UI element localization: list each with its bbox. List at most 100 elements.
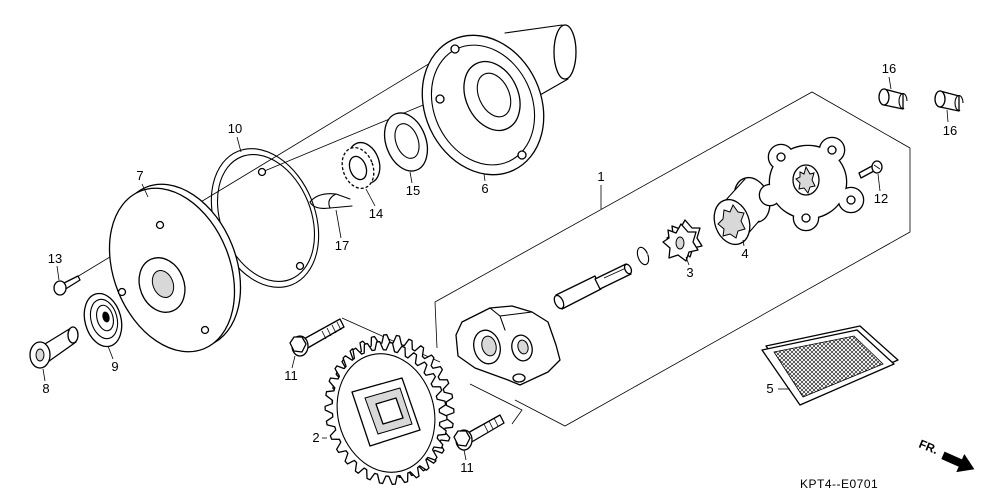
- pump-body-edge: [489, 307, 533, 331]
- leader-14: [365, 188, 376, 207]
- leader-17: [335, 209, 342, 239]
- cover-hole: [117, 287, 127, 297]
- cover-hub-bore: [151, 269, 175, 299]
- leader-6: [483, 173, 486, 182]
- housing-tube-body: [505, 25, 568, 95]
- leader-16-top: [888, 76, 892, 90]
- shaft-tip: [623, 263, 633, 275]
- part-1-pump-body: [455, 305, 561, 386]
- pump-body-foot: [512, 373, 526, 383]
- callout-12: 12: [874, 191, 888, 206]
- callout-1: 1: [597, 169, 604, 184]
- strainer-mesh: [773, 335, 884, 398]
- leader-13: [56, 265, 60, 281]
- leader-lines: [42, 76, 949, 461]
- callout-7: 7: [136, 168, 143, 183]
- dowel-end: [934, 90, 946, 108]
- snap-ring: [636, 246, 650, 266]
- housing-tube-top-edge: [504, 24, 563, 34]
- front-direction-label: FR.: [917, 437, 940, 457]
- part-2-gear: [324, 334, 455, 485]
- leader-7: [141, 183, 149, 198]
- leader-10: [236, 136, 242, 153]
- housing-bore-inner: [476, 72, 512, 118]
- housing-tube-bottom-edge: [539, 78, 569, 96]
- nut-bore: [348, 155, 368, 181]
- part-1-group-outline: [434, 91, 911, 427]
- bolt-head: [453, 430, 471, 447]
- part-13-screw: [53, 275, 81, 296]
- gear-hub-hole: [375, 397, 404, 425]
- diagram-code: KPT4--E0701: [800, 477, 878, 491]
- leader-16-right: [946, 109, 949, 123]
- shaft-flat: [603, 267, 627, 279]
- part-11-bolt-lower: [453, 414, 505, 451]
- seal-outer: [383, 112, 429, 172]
- guide-line-gasket-to-housing: [261, 97, 441, 173]
- callout-11-lower: 11: [460, 460, 474, 475]
- callout-17: 17: [335, 238, 349, 253]
- housing-bore: [463, 60, 521, 132]
- front-direction-marker: FR.: [917, 437, 975, 473]
- pump-body-bore-inner: [481, 335, 497, 357]
- bolt-thread: [321, 321, 342, 340]
- leader-11-upper: [291, 355, 296, 369]
- plate-center-spline: [795, 165, 816, 195]
- leader-11-lower: [463, 449, 467, 461]
- part-11-bolt-upper: [289, 318, 345, 357]
- callout-labels: 16 16 10 7 1 6 15 14 17 12 4 3 13 11 8 9…: [42, 61, 957, 475]
- shaft-end: [553, 294, 565, 310]
- outer-rotor-lobes: [717, 203, 746, 239]
- housing-bolt-hole: [435, 94, 445, 104]
- outer-rotor-top-edge: [724, 178, 746, 202]
- callout-16-top: 16: [882, 61, 896, 76]
- dowel-far-end: [898, 92, 908, 110]
- part-1-pump-shaft: [553, 263, 633, 310]
- screw-slot: [873, 164, 881, 170]
- callout-14: 14: [369, 206, 383, 221]
- leader-9: [107, 345, 114, 360]
- collar-end: [67, 326, 79, 344]
- dowel-far-end: [954, 94, 964, 112]
- spring-seal-ring: [96, 304, 114, 332]
- seal-inner: [394, 123, 420, 159]
- callout-2: 2: [312, 430, 319, 445]
- plate-hole: [801, 213, 811, 223]
- part-16-dowel-left: [878, 88, 908, 110]
- front-direction-arrow-icon: [941, 451, 975, 473]
- callout-10: 10: [228, 121, 242, 136]
- part-12-screw: [858, 160, 883, 179]
- plate-hole: [827, 145, 837, 155]
- collar-bore: [35, 348, 45, 362]
- callout-16-right: 16: [943, 123, 957, 138]
- gear-group-outline-upper: [341, 317, 441, 363]
- callout-6: 6: [481, 181, 488, 196]
- pump-body-housing: [455, 305, 561, 386]
- callout-13: 13: [48, 251, 62, 266]
- part-14-nut: [341, 141, 381, 190]
- spring-seal-ring: [89, 298, 119, 340]
- pump-body-boss-hole: [517, 339, 529, 355]
- part-9-spring-seal: [83, 292, 123, 348]
- dowel-end: [878, 88, 890, 106]
- spring-seal-center: [102, 311, 110, 323]
- leader-8: [42, 368, 46, 382]
- callout-9: 9: [111, 359, 118, 374]
- callout-15: 15: [406, 183, 420, 198]
- inner-rotor-bore: [675, 236, 685, 250]
- plate-hole: [776, 152, 786, 162]
- part-8-collar: [29, 326, 79, 369]
- housing-bolt-hole: [517, 150, 527, 160]
- part-17-clip: [309, 193, 353, 209]
- callout-4: 4: [741, 246, 748, 261]
- cover-hole: [200, 325, 210, 335]
- leader-15: [409, 171, 413, 184]
- part-1-pump-cover-plate: [758, 136, 865, 232]
- plate-hole: [846, 195, 856, 205]
- bolt-head: [289, 336, 307, 353]
- gear-group-outline-lower: [469, 383, 523, 425]
- part-15-seal: [383, 112, 429, 172]
- clip-wire: [309, 193, 353, 209]
- callout-8: 8: [42, 381, 49, 396]
